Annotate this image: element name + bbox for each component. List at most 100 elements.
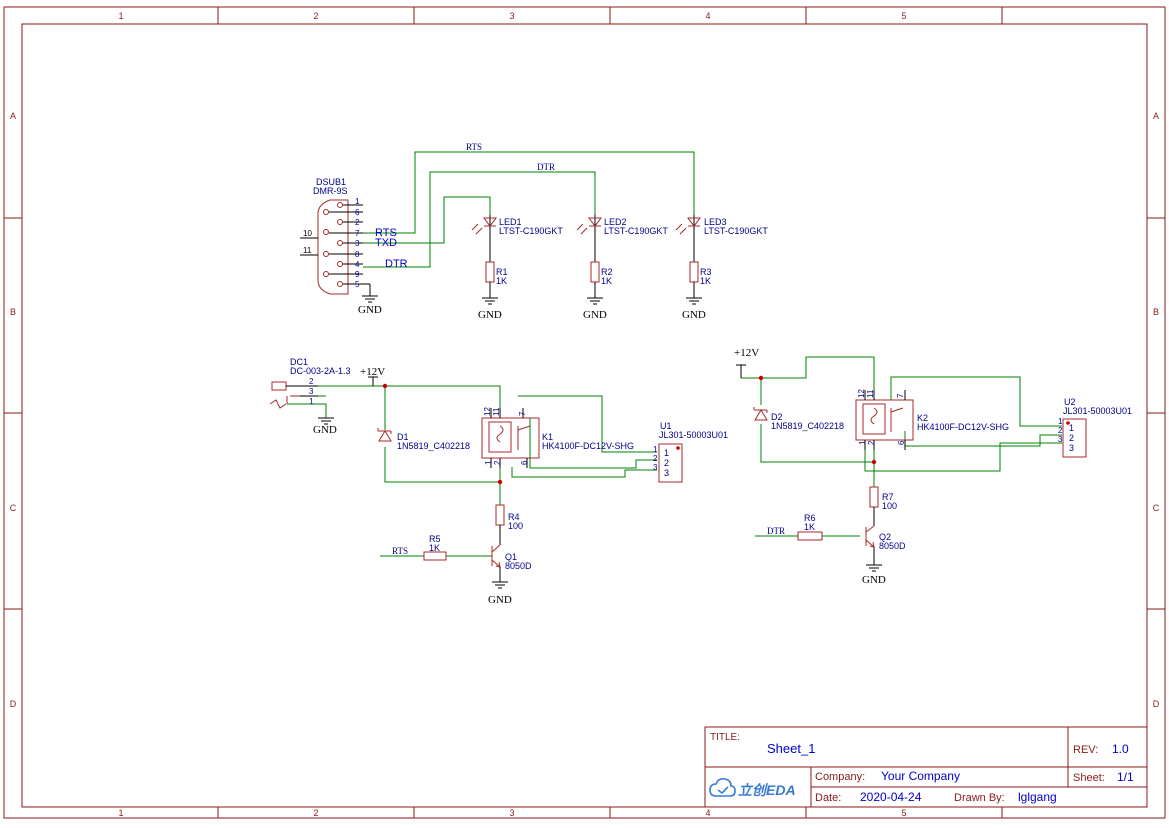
led3-value: LTST-C190GKT [704, 226, 768, 236]
led2-value: LTST-C190GKT [604, 226, 668, 236]
dsub1-pin: 4 [355, 260, 360, 269]
k2-pin: 2 [867, 440, 876, 445]
k2-pin: 1 [858, 440, 867, 445]
u1-pin: 2 [664, 458, 669, 468]
gnd-label: GND [478, 309, 502, 321]
dc1-pin: 2 [309, 377, 314, 386]
k1-pin: 7 [518, 411, 527, 416]
dsub1-label-rts: RTS [375, 227, 397, 239]
k1-pin: 2 [493, 460, 502, 465]
dsub1-pin: 5 [355, 280, 360, 289]
dsub1-connector: DSUB1 DMR-9S 1 6 2 7 3 8 4 9 5 [300, 177, 408, 316]
diode-d1: D1 1N5819_C402218 [377, 428, 470, 451]
net-label-dtr: DTR [767, 526, 785, 536]
rev-value: 1.0 [1112, 742, 1129, 756]
dsub1-left-pin: 10 [303, 229, 312, 238]
dc1-pin: 3 [309, 387, 314, 396]
col-label: 1 [118, 11, 123, 21]
col-label: 2 [313, 11, 318, 21]
sheet-value: 1/1 [1117, 770, 1134, 784]
connector-u2: U2 JL301-50003U01 1 2 3 1 2 3 [1058, 397, 1132, 458]
dsub1-label-dtr: DTR [385, 258, 408, 270]
row-label: A [10, 111, 16, 121]
u1-pin: 1 [653, 445, 658, 454]
connector-u1: U1 JL301-50003U01 1 2 3 1 2 3 [653, 421, 728, 483]
dc1-ref: DC1 [290, 357, 308, 367]
led1-ref: LED1 [499, 217, 522, 227]
q1-value: 8050D [505, 561, 532, 571]
diode-d2: D2 1N5819_C402218 [753, 407, 844, 431]
col-label: 5 [901, 808, 906, 818]
q2-value: 8050D [879, 541, 906, 551]
dsub1-pin: 8 [355, 250, 360, 259]
row-label: A [1153, 111, 1159, 121]
drawing-frame [3, 6, 1166, 819]
led3-group: LED3 LTST-C190GKT R3 1K GND [675, 215, 768, 321]
r1-value: 1K [496, 276, 507, 286]
title-label: TITLE: [710, 732, 740, 743]
row-label: C [10, 503, 17, 513]
col-label: 3 [509, 808, 514, 818]
led1-group: LED1 LTST-C190GKT R1 1K GND [471, 215, 563, 321]
r5-value: 1K [429, 543, 440, 553]
u2-pin: 2 [1058, 426, 1063, 435]
driver-q1: R4 100 R5 1K Q1 8050D GND [423, 504, 532, 606]
row-label: D [10, 699, 17, 709]
u1-value: JL301-50003U01 [659, 430, 728, 440]
led3-ref: LED3 [704, 217, 727, 227]
u1-pin: 2 [653, 454, 658, 463]
r3-ref: R3 [700, 267, 712, 277]
frame-labels: 1 2 3 4 5 1 2 3 4 5 A B C D A B C D [10, 11, 1160, 818]
dsub1-pin: 2 [355, 218, 360, 227]
net-label-rts: RTS [392, 546, 408, 556]
row-label: B [1153, 307, 1159, 317]
relay-k2: 12 11 7 1 2 6 K2 HK4100F-DC12V-SHG [855, 389, 1009, 450]
u2-value: JL301-50003U01 [1063, 406, 1132, 416]
u2-pin: 1 [1058, 417, 1063, 426]
col-label: 4 [705, 11, 710, 21]
u1-pin: 3 [653, 463, 658, 472]
q2-ref: Q2 [879, 532, 891, 542]
vcc-right: +12V [734, 347, 759, 378]
date-value: 2020-04-24 [860, 790, 922, 804]
col-label: 5 [901, 11, 906, 21]
k1-pin: 12 [483, 407, 492, 416]
r5-ref: R5 [429, 534, 441, 544]
cloud-logo-icon [709, 778, 736, 797]
u1-ref: U1 [660, 421, 672, 431]
r4-value: 100 [508, 521, 523, 531]
r4-ref: R4 [508, 512, 520, 522]
company-label: Company: [815, 771, 865, 783]
drawn-value: lglgang [1018, 790, 1057, 804]
d1-ref: D1 [397, 432, 409, 442]
gnd-label: GND [583, 309, 607, 321]
dc1-value: DC-003-2A-1.3 [290, 366, 351, 376]
date-label: Date: [815, 792, 841, 804]
led2-ref: LED2 [604, 217, 627, 227]
gnd-label: GND [488, 594, 512, 606]
u2-pin: 1 [1069, 423, 1074, 433]
vcc-label: +12V [360, 366, 385, 378]
r6-ref: R6 [804, 513, 816, 523]
k2-pin: 7 [896, 393, 905, 398]
k2-value: HK4100F-DC12V-SHG [917, 422, 1009, 432]
wires [287, 151, 1062, 557]
rev-label: REV: [1073, 744, 1098, 756]
u1-pin: 1 [664, 448, 669, 458]
r6-value: 1K [804, 522, 815, 532]
logo-text: 立创EDA [738, 782, 796, 798]
gnd-label: GND [358, 304, 382, 316]
vcc-label: +12V [734, 347, 759, 359]
row-label: C [1153, 503, 1160, 513]
r2-ref: R2 [601, 267, 613, 277]
dsub1-value: DMR-9S [313, 186, 348, 196]
net-label-dtr: DTR [537, 162, 555, 172]
net-labels: RTS DTR RTS DTR [392, 142, 785, 556]
col-label: 1 [118, 808, 123, 818]
gnd-label: GND [862, 574, 886, 586]
u2-pin: 2 [1069, 433, 1074, 443]
dsub1-label-txd: TXD [375, 237, 397, 249]
row-label: D [1153, 699, 1160, 709]
d2-value: 1N5819_C402218 [771, 421, 844, 431]
